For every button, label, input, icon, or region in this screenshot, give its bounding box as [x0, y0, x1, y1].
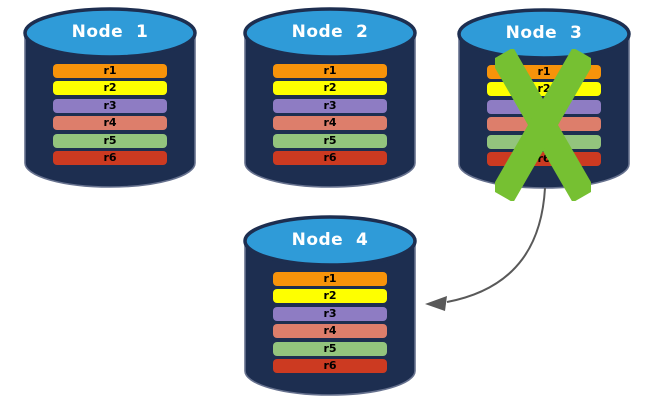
row-r1: r1 [273, 272, 387, 286]
row-r1: r1 [53, 64, 167, 78]
failure-x-icon [495, 49, 591, 201]
row-r1: r1 [273, 64, 387, 78]
row-r6: r6 [53, 150, 167, 165]
row-r2: r2 [53, 81, 167, 96]
node-2: Node 2 r1 r2 r3 r4 r5 r6 [242, 6, 418, 190]
row-r6: r6 [273, 358, 387, 373]
row-r3: r3 [53, 98, 167, 113]
node-title: Node 1 [71, 22, 149, 43]
node-title: Node 2 [291, 22, 369, 43]
row-list: r1 r2 r3 r4 r5 r6 [273, 272, 387, 376]
row-r3: r3 [273, 98, 387, 113]
node-title: Node 3 [505, 23, 583, 44]
row-r5: r5 [53, 133, 167, 148]
row-list: r1 r2 r3 r4 r5 r6 [273, 64, 387, 168]
row-r4: r4 [273, 324, 387, 339]
node-3: Node 3 r1 r2 r3 r4 r5 r6 [456, 7, 632, 201]
row-r2: r2 [273, 81, 387, 96]
row-list: r1 r2 r3 r4 r5 r6 [53, 64, 167, 168]
node-title: Node 4 [291, 230, 369, 251]
row-r5: r5 [273, 133, 387, 148]
row-r4: r4 [53, 116, 167, 131]
node-4: Node 4 r1 r2 r3 r4 r5 r6 [242, 214, 418, 398]
row-r6: r6 [273, 150, 387, 165]
failover-arrow-icon [425, 187, 546, 311]
row-r5: r5 [273, 341, 387, 356]
row-r3: r3 [273, 306, 387, 321]
row-r2: r2 [273, 289, 387, 304]
row-r4: r4 [273, 116, 387, 131]
node-1: Node 1 r1 r2 r3 r4 r5 r6 [22, 6, 198, 190]
